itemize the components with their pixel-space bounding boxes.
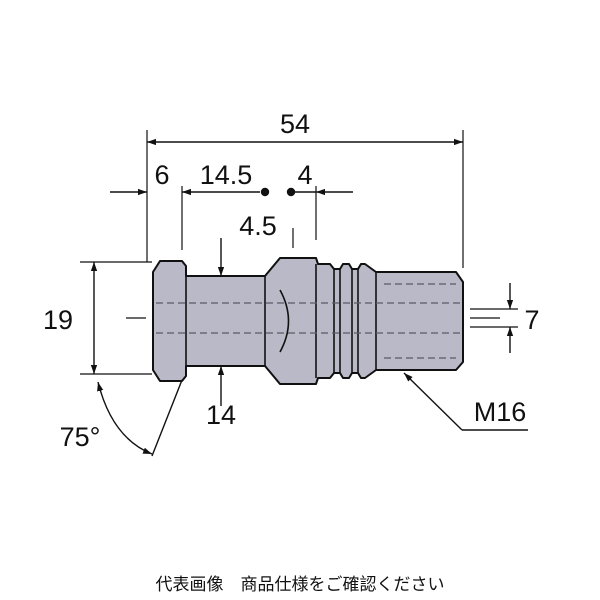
feature-lines xyxy=(185,264,377,378)
dim-neck-diameter: 14 xyxy=(206,400,236,430)
hidden-bore-lines xyxy=(156,283,460,359)
dim-step: 4 xyxy=(297,160,312,190)
dim-thread: M16 xyxy=(474,397,527,427)
dim-head-length: 6 xyxy=(154,160,169,190)
dim-angle: 75° xyxy=(60,422,101,452)
dim-thread-end: 7 xyxy=(524,305,539,335)
caption: 代表画像 商品仕様をご確認ください xyxy=(155,575,445,595)
dim-head-diameter: 19 xyxy=(43,305,73,335)
dim-collar: 4.5 xyxy=(239,211,277,241)
dim-neck-length: 14.5 xyxy=(200,160,253,190)
dimension-dots xyxy=(260,187,296,197)
dim-overall-length: 54 xyxy=(280,109,310,139)
pull-stud-body xyxy=(152,257,464,385)
dimension-lines xyxy=(90,138,528,457)
